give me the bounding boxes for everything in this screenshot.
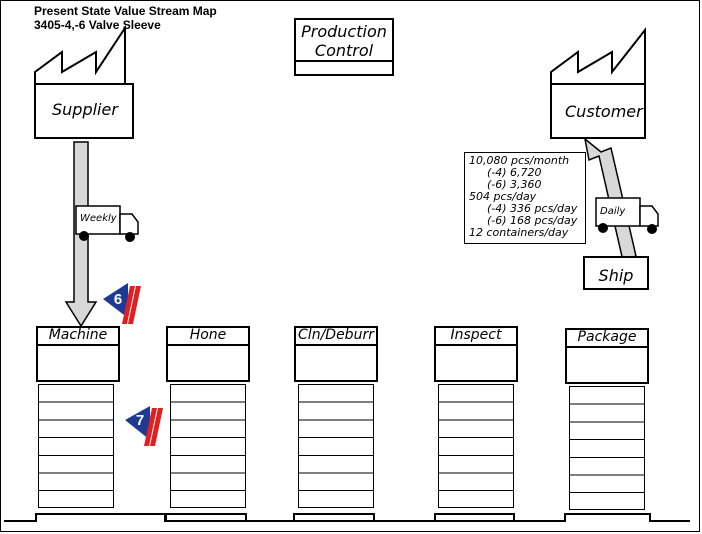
production-control-label: Production Control	[301, 22, 387, 60]
supplier-truck-icon[interactable]	[75, 205, 139, 242]
badge-7-icon	[125, 406, 163, 446]
process-name: Package	[577, 329, 637, 345]
process-name: Inspect	[450, 327, 502, 343]
customer-demand-data-box: 10,080 pcs/month (-4) 6,720 (-6) 3,360 5…	[464, 152, 586, 244]
production-control-box[interactable]: Production Control	[294, 18, 394, 76]
timeline	[4, 513, 690, 522]
customer-factory-icon[interactable]	[550, 27, 646, 139]
data-box-cln-deburr[interactable]	[298, 384, 374, 508]
customer-truck-label: Daily	[600, 206, 626, 217]
demand-daily: 504 pcs/day	[469, 190, 537, 203]
timeline-steps	[165, 513, 565, 522]
badge-6-number: 6	[113, 291, 123, 308]
process-box-inspect[interactable]: Inspect	[434, 326, 518, 382]
diagram-title: Present State Value Stream Map	[34, 4, 217, 18]
data-box-package[interactable]	[569, 386, 645, 510]
supplier-label: Supplier	[52, 100, 118, 119]
process-box-cln-deburr[interactable]: Cln/Deburr	[294, 326, 378, 382]
customer-label: Customer	[565, 102, 643, 121]
demand-containers: 12 containers/day	[469, 226, 569, 239]
supplier-factory-icon[interactable]	[34, 24, 134, 139]
production-control-divider	[296, 60, 392, 62]
demand-monthly-6: (-6) 3,360	[487, 178, 542, 191]
ship-label: Ship	[598, 266, 634, 285]
data-box-inspect[interactable]	[438, 384, 514, 508]
process-name: Machine	[48, 327, 108, 343]
supplier-truck-label: Weekly	[80, 213, 117, 224]
data-box-machine[interactable]	[38, 384, 114, 508]
data-box-hone[interactable]	[170, 384, 246, 508]
customer-truck-icon[interactable]	[595, 197, 659, 234]
process-box-hone[interactable]: Hone	[166, 326, 250, 382]
ship-box[interactable]: Ship	[583, 256, 649, 290]
badge-6-icon	[103, 283, 141, 324]
process-box-package[interactable]: Package	[565, 328, 649, 384]
demand-daily-6: (-6) 168 pcs/day	[487, 214, 578, 227]
demand-daily-4: (-4) 336 pcs/day	[487, 202, 578, 215]
process-box-machine[interactable]: Machine	[36, 326, 120, 382]
demand-monthly-4: (-4) 6,720	[487, 166, 542, 179]
process-name: Hone	[189, 327, 227, 343]
badge-7-number: 7	[135, 412, 145, 429]
demand-monthly: 10,080 pcs/month	[469, 154, 570, 167]
diagram-subtitle: 3405-4,-6 Valve Sleeve	[34, 18, 161, 32]
process-name: Cln/Deburr	[298, 327, 374, 343]
